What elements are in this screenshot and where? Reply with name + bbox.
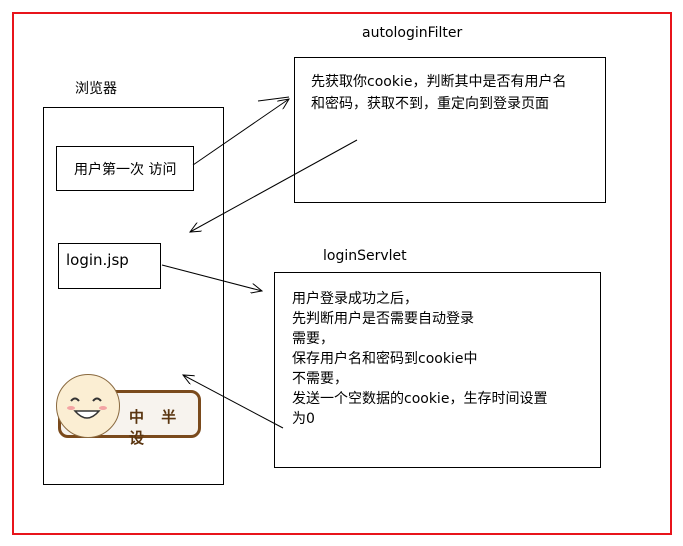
servlet-line: 用户登录成功之后，	[292, 291, 418, 307]
servlet-line: 需要，	[292, 331, 334, 347]
login-jsp-box: login.jsp	[58, 243, 161, 289]
arrow-login-to-servlet	[161, 264, 262, 291]
servlet-line: 保存用户名和密码到cookie中	[292, 351, 478, 367]
login-jsp-label: login.jsp	[66, 251, 129, 269]
servlet-line: 不需要，	[292, 371, 348, 387]
browser-title: 浏览器	[75, 81, 117, 97]
cat-face-icon	[56, 374, 120, 438]
arrow-filter-tail	[257, 96, 290, 102]
sticker-text: 中 半 设	[129, 408, 183, 447]
first-visit-box: 用户第一次 访问	[56, 146, 194, 191]
arrow-visit-to-filter	[192, 99, 289, 166]
arrow-servlet-to-browser	[183, 375, 284, 429]
filter-line: 先获取你cookie，判断其中是否有用户名	[311, 74, 567, 90]
filter-box: 先获取你cookie，判断其中是否有用户名 和密码，获取不到，重定向到登录页面	[294, 57, 606, 203]
outer-frame	[12, 12, 672, 535]
servlet-line: 先判断用户是否需要自动登录	[292, 311, 474, 327]
first-visit-label: 用户第一次 访问	[74, 162, 177, 178]
filter-title: autologinFilter	[362, 25, 463, 41]
servlet-line: 发送一个空数据的cookie，生存时间设置	[292, 391, 548, 407]
servlet-title: loginServlet	[323, 248, 407, 264]
arrow-filter-to-login	[190, 139, 358, 232]
filter-line: 和密码，获取不到，重定向到登录页面	[311, 96, 549, 112]
servlet-line: 为0	[292, 411, 315, 427]
servlet-box: 用户登录成功之后， 先判断用户是否需要自动登录 需要， 保存用户名和密码到coo…	[274, 272, 601, 468]
